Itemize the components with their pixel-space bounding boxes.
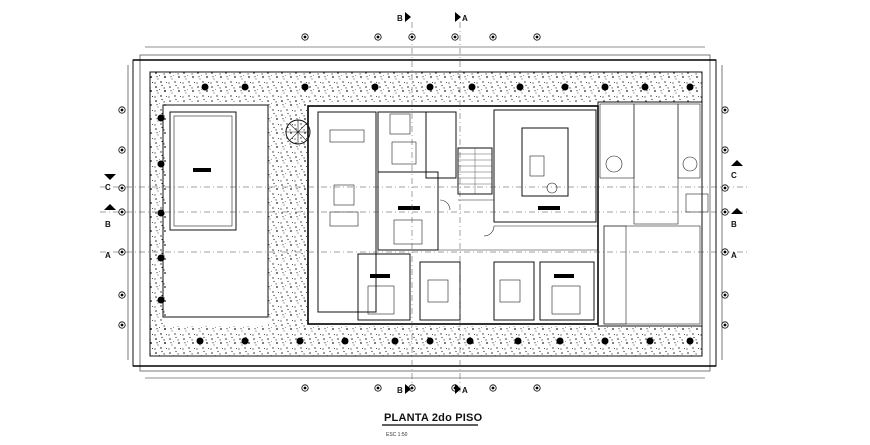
svg-text:B: B xyxy=(105,220,111,229)
column-marker xyxy=(196,337,204,345)
interior-walls xyxy=(285,105,599,325)
axis-bubble-right-2-dot xyxy=(723,186,727,190)
section-mark-right-a: A xyxy=(731,251,737,260)
column-marker xyxy=(516,83,524,91)
axis-bubble-right-5-dot xyxy=(723,293,727,297)
section-mark-right-b: B xyxy=(731,208,743,229)
gravel-perimeter xyxy=(149,71,703,357)
column-marker xyxy=(468,83,476,91)
axis-bubble-left-1-dot xyxy=(120,148,124,152)
axis-bubble-right-6-dot xyxy=(723,323,727,327)
column-marker xyxy=(241,337,249,345)
column-marker xyxy=(646,337,654,345)
axis-bubble-bottom-1-dot xyxy=(410,386,414,390)
column-marker xyxy=(371,83,379,91)
axis-bubble-top-5-dot xyxy=(303,35,307,39)
axis-bubble-top-1-dot xyxy=(410,35,414,39)
column-marker xyxy=(296,337,304,345)
section-mark-top-b: B xyxy=(397,12,411,23)
grid-axes xyxy=(100,22,750,392)
axis-bubble-left-4-dot xyxy=(120,250,124,254)
axis-bubble-bottom-3-dot xyxy=(491,386,495,390)
axis-bubble-right-0-dot xyxy=(723,108,727,112)
axis-bubble-top-2-dot xyxy=(453,35,457,39)
axis-bubble-left-6-dot xyxy=(120,323,124,327)
svg-text:A: A xyxy=(731,251,737,260)
section-mark-top-a: A xyxy=(455,12,468,23)
column-marker xyxy=(341,337,349,345)
column-marker xyxy=(686,337,694,345)
axis-bubble-top-0-dot xyxy=(376,35,380,39)
axis-bubble-left-3-dot xyxy=(120,210,124,214)
column-marker xyxy=(686,83,694,91)
right-terrace xyxy=(597,101,709,327)
svg-text:C: C xyxy=(105,183,111,192)
column-marker xyxy=(157,296,165,304)
section-markers: B A B A C B A C xyxy=(104,12,743,395)
column-marker xyxy=(601,83,609,91)
section-mark-right-c: C xyxy=(731,160,743,180)
column-marker xyxy=(391,337,399,345)
svg-text:C: C xyxy=(731,171,737,180)
section-mark-bottom-b: B xyxy=(397,384,411,395)
axis-bubble-bottom-4-dot xyxy=(535,386,539,390)
svg-text:A: A xyxy=(462,14,468,23)
axis-bubble-right-1-dot xyxy=(723,148,727,152)
svg-text:B: B xyxy=(397,14,403,23)
axis-bubbles xyxy=(118,33,729,392)
dimension-lines xyxy=(127,46,723,379)
column-marker xyxy=(641,83,649,91)
axis-bubble-right-3-dot xyxy=(723,210,727,214)
axis-bubble-top-4-dot xyxy=(535,35,539,39)
column-marker xyxy=(556,337,564,345)
column-marker xyxy=(466,337,474,345)
column-marker xyxy=(157,114,165,122)
pool-area xyxy=(162,104,269,318)
axis-bubble-left-0-dot xyxy=(120,108,124,112)
column-marker xyxy=(301,83,309,91)
axis-bubble-right-4-dot xyxy=(723,250,727,254)
svg-text:B: B xyxy=(397,386,403,395)
column-marker xyxy=(601,337,609,345)
axis-bubble-left-2-dot xyxy=(120,186,124,190)
section-mark-bottom-a: A xyxy=(455,384,468,395)
axis-bubble-left-5-dot xyxy=(120,293,124,297)
title-block: PLANTA 2do PISO ESC 1:50 xyxy=(382,412,483,438)
column-marker xyxy=(157,254,165,262)
section-mark-left-a: A xyxy=(105,251,111,260)
scale-note: ESC 1:50 xyxy=(386,432,408,438)
svg-text:A: A xyxy=(462,386,468,395)
column-marker xyxy=(157,209,165,217)
column-marker xyxy=(157,160,165,168)
plan-title: PLANTA 2do PISO xyxy=(384,412,483,424)
column-marker xyxy=(426,337,434,345)
section-mark-left-c: C xyxy=(104,174,116,192)
axis-bubble-bottom-5-dot xyxy=(303,386,307,390)
svg-text:A: A xyxy=(105,251,111,260)
outer-frame xyxy=(132,54,717,372)
column-marker xyxy=(514,337,522,345)
column-marker xyxy=(561,83,569,91)
section-mark-left-b: B xyxy=(104,204,116,229)
column-marker xyxy=(426,83,434,91)
svg-text:B: B xyxy=(731,220,737,229)
axis-bubble-top-3-dot xyxy=(491,35,495,39)
column-marker xyxy=(201,83,209,91)
axis-bubble-bottom-0-dot xyxy=(376,386,380,390)
column-marker xyxy=(241,83,249,91)
